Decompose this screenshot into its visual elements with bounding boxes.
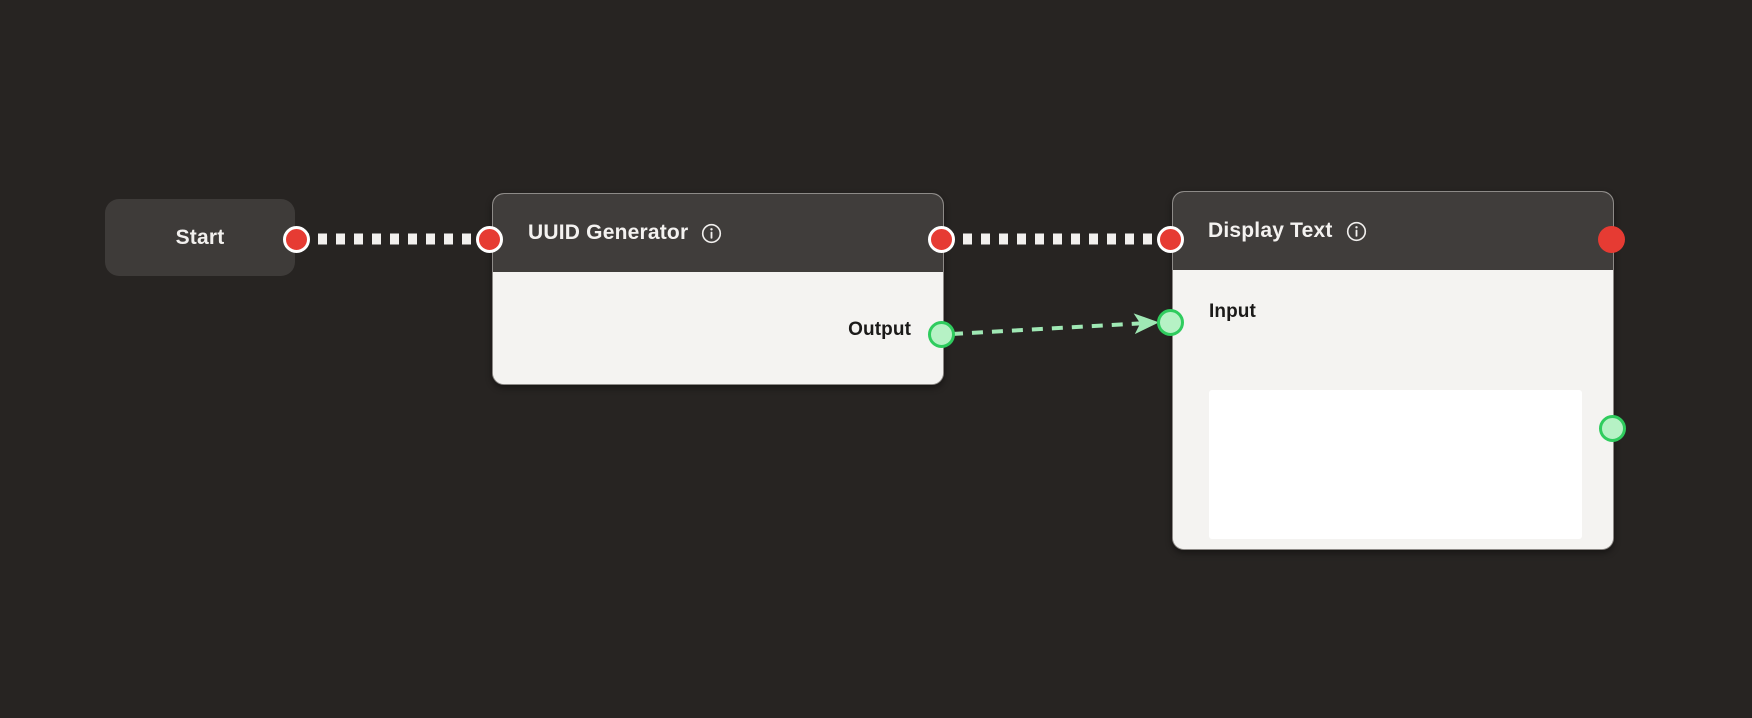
node-uuid-generator-body: Output	[493, 310, 943, 384]
port-uuid-generator-output[interactable]	[928, 321, 955, 348]
info-icon[interactable]	[1346, 221, 1367, 242]
port-display-text-input[interactable]	[1157, 309, 1184, 336]
port-start-flow-out[interactable]	[283, 226, 310, 253]
node-display-text[interactable]: Display Text Input	[1172, 191, 1614, 550]
node-uuid-generator-header: UUID Generator	[493, 194, 943, 272]
node-start-title: Start	[175, 225, 225, 249]
display-text-output-area[interactable]	[1209, 390, 1582, 539]
port-display-text-data-out[interactable]	[1599, 415, 1626, 442]
node-display-text-title: Display Text	[1208, 219, 1333, 242]
node-display-text-body: Input	[1173, 292, 1613, 549]
edge-output-to-input	[951, 313, 1159, 336]
port-display-text-flow-out[interactable]	[1598, 226, 1625, 253]
node-start[interactable]: Start	[105, 199, 295, 276]
info-icon[interactable]	[701, 223, 722, 244]
port-label-input: Input	[1209, 301, 1256, 322]
port-label-output: Output	[848, 319, 911, 340]
port-row-output: Output	[493, 310, 943, 350]
node-uuid-generator[interactable]: UUID Generator Output	[492, 193, 944, 385]
port-uuid-generator-flow-in[interactable]	[476, 226, 503, 253]
port-display-text-flow-in[interactable]	[1157, 226, 1184, 253]
node-display-text-header: Display Text	[1173, 192, 1613, 270]
port-row-input: Input	[1173, 292, 1613, 332]
node-uuid-generator-title: UUID Generator	[528, 221, 689, 244]
port-uuid-generator-flow-out[interactable]	[928, 226, 955, 253]
